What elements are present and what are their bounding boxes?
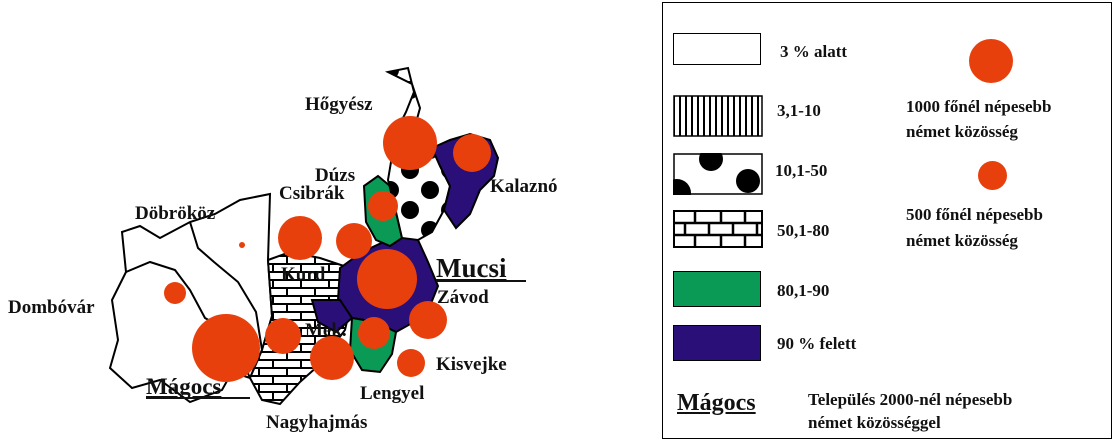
legend-label-purple: 90 % felett — [777, 334, 857, 353]
legend-town-line2: német közösséggel — [808, 413, 941, 432]
place-labels: Hőgyész Dúzs Csibrák Kalaznó Döbrököz Ku… — [8, 94, 558, 433]
community-circles — [164, 116, 491, 382]
label-duzs: Dúzs — [315, 165, 355, 186]
legend-label-green: 80,1-90 — [777, 281, 830, 300]
community-circle-lengyel — [358, 317, 390, 349]
map: Hőgyész Dúzs Csibrák Kalaznó Döbrököz Ku… — [8, 66, 558, 433]
label-dombovar: Dombóvár — [8, 297, 95, 318]
label-zavod: Závod — [437, 287, 489, 308]
label-csibrak: Csibrák — [279, 183, 345, 204]
community-circle-magocs — [192, 314, 260, 382]
legend-big-circle — [969, 39, 1013, 83]
label-mek: Mek. — [305, 320, 347, 341]
legend-label-blank: 3 % alatt — [780, 42, 848, 61]
region-purple-south — [310, 299, 354, 334]
legend-swatch-stripes — [673, 95, 763, 137]
community-circle-dombovar — [164, 282, 186, 304]
legend-small-circle-line1: 500 főnél népesebb — [906, 205, 1043, 224]
legend-swatch-dots — [673, 153, 763, 195]
legend-swatch-bricks — [673, 210, 763, 248]
legend-swatch-green — [673, 271, 761, 307]
community-circle-duzs — [368, 191, 398, 221]
legend-town-line1: Település 2000-nél népesebb — [808, 390, 1013, 409]
label-kalazno: Kalaznó — [490, 176, 558, 197]
legend-label-stripes: 3,1-10 — [777, 101, 821, 120]
community-circle-mucsi — [357, 249, 417, 309]
label-hogyesz: Hőgyész — [305, 94, 373, 115]
community-circle-nagyhajmas — [310, 336, 354, 380]
legend-label-dots: 10,1-50 — [775, 161, 828, 180]
label-lengyel: Lengyel — [360, 383, 424, 404]
community-circle-hogyesz — [383, 116, 437, 170]
community-circle-kalazno — [453, 134, 491, 172]
legend-label-bricks: 50,1-80 — [777, 221, 830, 240]
community-circle-kisvejke — [397, 349, 425, 377]
legend-swatch-blank — [673, 33, 761, 65]
label-magocs: Mágocs — [146, 374, 221, 399]
legend: 3 % alatt 3,1-10 10,1-50 50,1-80 80,1-90… — [662, 2, 1112, 439]
legend-town-sample: Mágocs — [677, 390, 756, 416]
legend-small-circle-line2: német közösség — [906, 231, 1018, 250]
community-circle-csibrak — [278, 216, 322, 260]
legend-big-circle-line1: 1000 főnél népesebb — [906, 97, 1052, 116]
community-circle-dobrokoz — [239, 242, 245, 248]
label-nagyhajmas: Nagyhajmás — [266, 412, 367, 433]
community-circle-mek — [265, 318, 301, 354]
legend-small-circle — [978, 161, 1007, 190]
community-circle-kurd — [336, 223, 372, 259]
legend-swatch-purple — [673, 325, 761, 361]
legend-big-circle-line2: német közösség — [906, 122, 1018, 141]
label-kisvejke: Kisvejke — [436, 354, 507, 375]
community-circle-zavod — [409, 301, 447, 339]
label-kurd: Kurd — [281, 264, 326, 285]
label-dobrokoz: Döbrököz — [135, 203, 216, 224]
label-mucsi: Mucsi — [436, 253, 507, 283]
